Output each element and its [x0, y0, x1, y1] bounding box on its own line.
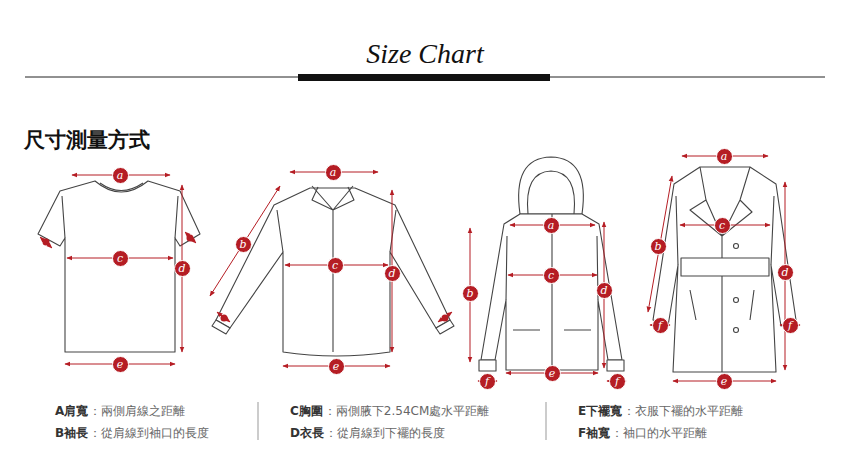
- callout-letter: c: [332, 260, 338, 271]
- callout-circle: b: [462, 285, 479, 302]
- callout-circle: c: [112, 250, 129, 267]
- callout-circle: f: [652, 317, 669, 334]
- callout-letter: d: [781, 267, 788, 278]
- callout-letter: a: [548, 220, 555, 231]
- callout-circle: b: [650, 238, 667, 255]
- section-heading: 尺寸測量方式: [24, 132, 150, 148]
- callout-circle: d: [596, 282, 613, 299]
- callout-letter: f: [485, 376, 489, 387]
- measure-desc: ：衣服下襬的水平距離: [623, 403, 743, 419]
- measure-key: E下襬寬: [578, 403, 622, 419]
- callout-circle: f: [609, 373, 626, 390]
- callout-circle: c: [714, 217, 731, 234]
- callout-circle: c: [543, 267, 560, 284]
- measure-desc: ：兩側肩線之距離: [89, 403, 185, 419]
- measure-key: C胸圍: [290, 403, 323, 419]
- measure-key: D衣長: [290, 425, 324, 441]
- measure-desc: ：兩側腋下2.54CM處水平距離: [324, 403, 489, 419]
- callout-letter: e: [721, 376, 728, 387]
- chart-title: Size Chart: [0, 38, 850, 70]
- callout-letter: a: [330, 167, 337, 178]
- callout-circle: f: [782, 317, 799, 334]
- callout-letter: e: [549, 368, 556, 379]
- callout-circle: d: [384, 265, 401, 282]
- callout-letter: e: [333, 361, 340, 372]
- callout-circle: d: [174, 260, 191, 277]
- measure-key: A肩寬: [55, 403, 88, 419]
- callout-letter: d: [178, 263, 185, 274]
- measure-desc: ：從肩線到袖口的長度: [89, 425, 209, 441]
- callout-circle: a: [112, 167, 129, 184]
- callout-circle: a: [716, 148, 733, 165]
- callout-circle: e: [544, 365, 561, 382]
- callout-letter: a: [117, 170, 124, 181]
- callout-circle: b: [235, 236, 252, 253]
- callout-letter: d: [388, 268, 395, 279]
- measure-key: B袖長: [55, 425, 88, 441]
- callout-circle: a: [325, 164, 342, 181]
- callout-circle: d: [777, 264, 794, 281]
- callout-letter: a: [721, 151, 728, 162]
- callout-letter: c: [548, 270, 554, 281]
- callout-letter: f: [615, 376, 619, 387]
- callout-circle: c: [327, 257, 344, 274]
- callout-letter: e: [117, 359, 124, 370]
- measure-desc: ：從肩線到下襬的長度: [325, 425, 445, 441]
- callout-letter: d: [600, 285, 607, 296]
- callout-circle: e: [716, 373, 733, 390]
- callout-letter: b: [654, 241, 661, 252]
- callout-letter: b: [466, 288, 473, 299]
- callout-letter: f: [658, 320, 662, 331]
- callout-circle: f: [479, 373, 496, 390]
- measure-desc: ：袖口的水平距離: [611, 425, 707, 441]
- callout-circle: e: [328, 358, 345, 375]
- callout-circle: a: [543, 217, 560, 234]
- measure-key: F袖寬: [578, 425, 610, 441]
- callout-letter: f: [788, 320, 792, 331]
- callout-letter: b: [239, 239, 246, 250]
- callout-letter: c: [117, 253, 123, 264]
- callout-letter: c: [719, 220, 725, 231]
- callout-circle: e: [112, 356, 129, 373]
